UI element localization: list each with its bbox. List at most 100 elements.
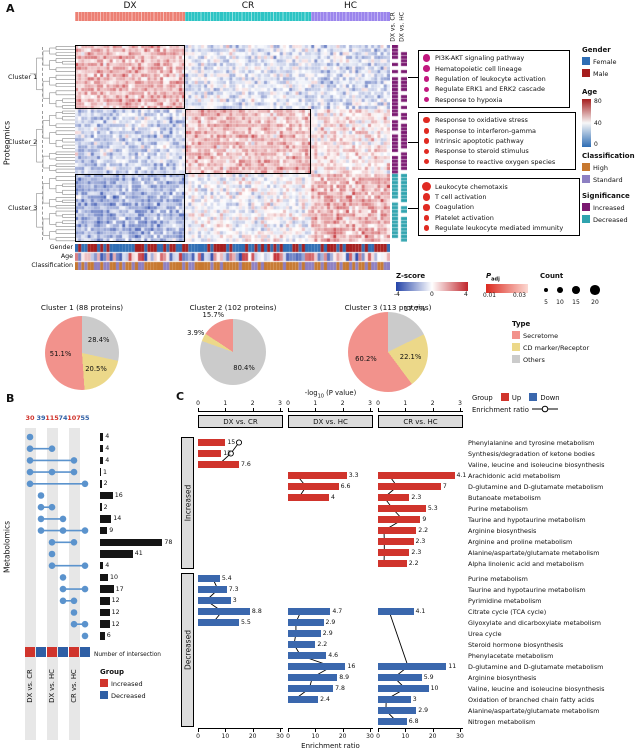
heatmap-group-label: CR xyxy=(241,1,255,11)
heatmap-highlight-box xyxy=(75,45,185,110)
sample-annotations xyxy=(75,244,390,270)
pathway-dot xyxy=(423,97,430,103)
enrichment-bar xyxy=(288,494,329,501)
heatmap-group-bar xyxy=(311,12,390,21)
up-swatch xyxy=(500,393,509,401)
ratio-axis-tick xyxy=(280,729,281,732)
ratio-axis-tick xyxy=(370,729,371,732)
column-annotation-label-text: DX vs. CR xyxy=(389,12,397,42)
pie3-title: Cluster 3 (113 proteins) xyxy=(344,303,432,312)
intersection-size: 10 xyxy=(110,573,119,581)
legend-class-item: High xyxy=(582,163,639,172)
enrichment-bar xyxy=(378,663,447,670)
pathway-connector xyxy=(408,77,418,79)
ratio-tick-label: 0 xyxy=(376,733,380,740)
enrichment-value: 7.8 xyxy=(335,685,345,693)
pvalue-axis-tick xyxy=(225,408,227,411)
enrichment-value: 2.9 xyxy=(325,619,336,627)
enrichment-value: 4.1 xyxy=(456,472,467,480)
enrichment-value: 2.2 xyxy=(418,527,429,535)
ratio-axis xyxy=(378,728,463,729)
significance-columns xyxy=(392,45,407,242)
intersection-bar xyxy=(100,444,104,453)
pathway-item: Response to hypoxia xyxy=(422,96,566,104)
pie-chart xyxy=(45,316,119,390)
intersection-size: 78 xyxy=(164,538,173,546)
enrichment-bar xyxy=(288,674,338,681)
legend-class-item-swatch xyxy=(582,163,590,171)
pathway-dot xyxy=(422,54,431,62)
pathway-row-label: Taurine and hypotaurine metabolism xyxy=(468,516,586,524)
pathway-item: T cell activation xyxy=(422,193,576,201)
intersection-size: 2 xyxy=(103,480,108,488)
cluster-bracket xyxy=(42,47,43,108)
upset-dot xyxy=(37,527,45,534)
pathway-dot xyxy=(422,182,431,192)
intersection-size: 12 xyxy=(111,597,120,605)
heatmap-highlight-box xyxy=(75,173,185,242)
enrichment-ratio-symbol xyxy=(532,405,559,413)
enrichment-bar xyxy=(378,560,407,567)
enrichment-bar xyxy=(378,527,417,534)
pie-slice-label: 22.1% xyxy=(399,353,422,362)
pie-slice-label: 80.4% xyxy=(233,363,255,372)
intersection-bar xyxy=(100,491,113,500)
pvalue-axis-tick xyxy=(405,408,407,411)
upset-dot xyxy=(59,515,67,523)
age-tick: 0 xyxy=(594,141,598,148)
upset-column-stripe xyxy=(24,428,36,740)
pvalue-tick-label: 1 xyxy=(313,400,318,407)
pathway-row-label: Urea cycle xyxy=(468,630,502,638)
enrichment-line xyxy=(290,608,335,703)
intersection-size: 4 xyxy=(105,456,110,464)
pathway-row-label: Steroid hormone biosynthesis xyxy=(468,641,564,649)
enrichment-bar xyxy=(378,494,410,501)
upset-dot xyxy=(70,620,78,628)
enrichment-bar xyxy=(378,538,414,545)
pie1-title: Cluster 1 (88 proteins) xyxy=(40,303,124,312)
enrichment-bar xyxy=(378,718,407,725)
zscore-tick: -4 xyxy=(394,291,400,298)
enrichment-value: 4 xyxy=(331,494,335,502)
pathway-dot xyxy=(423,159,430,165)
pathway-dot xyxy=(422,193,431,202)
legend-class-item-swatch xyxy=(582,175,590,183)
legend-sig-item-swatch xyxy=(582,203,590,211)
pathway-label: Response to interferon-gamma xyxy=(434,126,537,135)
enrichment-value: 3 xyxy=(232,597,237,605)
enrichment-bar xyxy=(288,685,334,692)
cluster-label: Cluster 2 xyxy=(8,137,38,146)
pie-slice-label: 3.9% xyxy=(187,329,205,338)
legend-type-title: Type xyxy=(512,320,531,328)
pvalue-axis-tick xyxy=(198,408,199,411)
enrichment-value: 7 xyxy=(442,483,447,491)
upset-dot xyxy=(70,457,78,464)
pathway-item: Regulation of leukocyte activation xyxy=(422,75,566,83)
intersection-bar xyxy=(100,433,104,441)
upset-set-total: 55 xyxy=(80,414,90,422)
intersection-size: 9 xyxy=(109,527,114,534)
intersection-bar xyxy=(100,480,102,488)
upset-dot xyxy=(48,445,56,452)
pathway-row-label: Pyrimidine metabolism xyxy=(468,597,542,605)
enrichment-bar xyxy=(378,608,414,615)
pathway-row-label: Alpha linolenic acid and metabolism xyxy=(468,560,584,568)
ratio-axis-tick xyxy=(405,729,407,732)
pvalue-axis-tick xyxy=(432,408,434,411)
enrichment-bar xyxy=(378,696,411,703)
upset-dot xyxy=(81,527,89,534)
enrichment-value: 2.9 xyxy=(418,707,429,715)
intersection-size: 4 xyxy=(105,433,110,441)
pathway-row-label: Arachidonic acid metabolism xyxy=(468,472,561,480)
legend-type-item: Secretome xyxy=(512,331,627,340)
enrichment-value: 11 xyxy=(448,663,457,671)
enrichment-point xyxy=(235,439,243,446)
intersection-size: 14 xyxy=(113,515,122,523)
zscore-tick: 4 xyxy=(464,291,468,298)
enrichment-line xyxy=(203,575,226,626)
ratio-tick-label: 20 xyxy=(248,733,257,740)
